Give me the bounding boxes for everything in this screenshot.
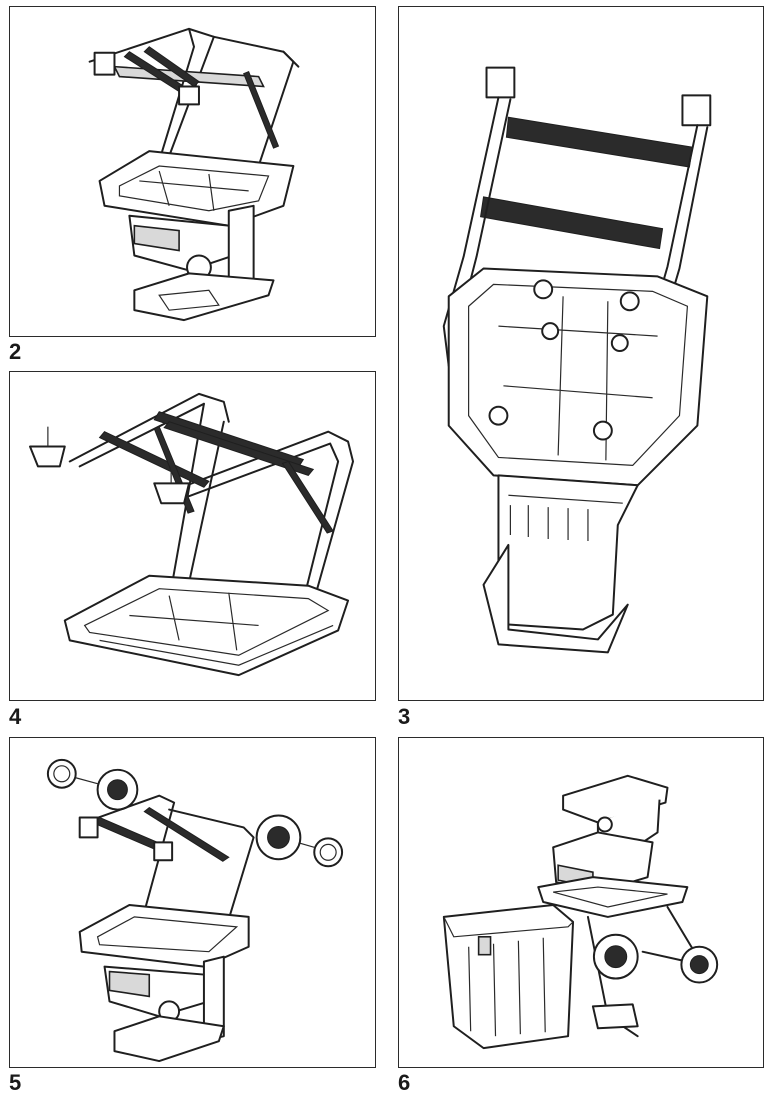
step-number: 6 [398, 1070, 411, 1095]
step-number: 3 [398, 704, 411, 729]
step-number: 2 [9, 339, 22, 364]
step-2-illustration [9, 6, 376, 337]
frame-handle-attachment-icon [28, 392, 355, 677]
step-5-illustration [9, 737, 376, 1068]
step-4-illustration [9, 371, 376, 701]
step-number: 5 [9, 1070, 22, 1095]
step-number: 4 [9, 704, 22, 729]
wheel-attachment-icon [46, 758, 344, 1063]
assembled-shredder-icon [442, 774, 719, 1050]
underside-view-icon [442, 66, 712, 654]
step-6-illustration [398, 737, 764, 1068]
step-3-illustration [398, 6, 764, 701]
partially-assembled-frame-icon [88, 27, 300, 322]
